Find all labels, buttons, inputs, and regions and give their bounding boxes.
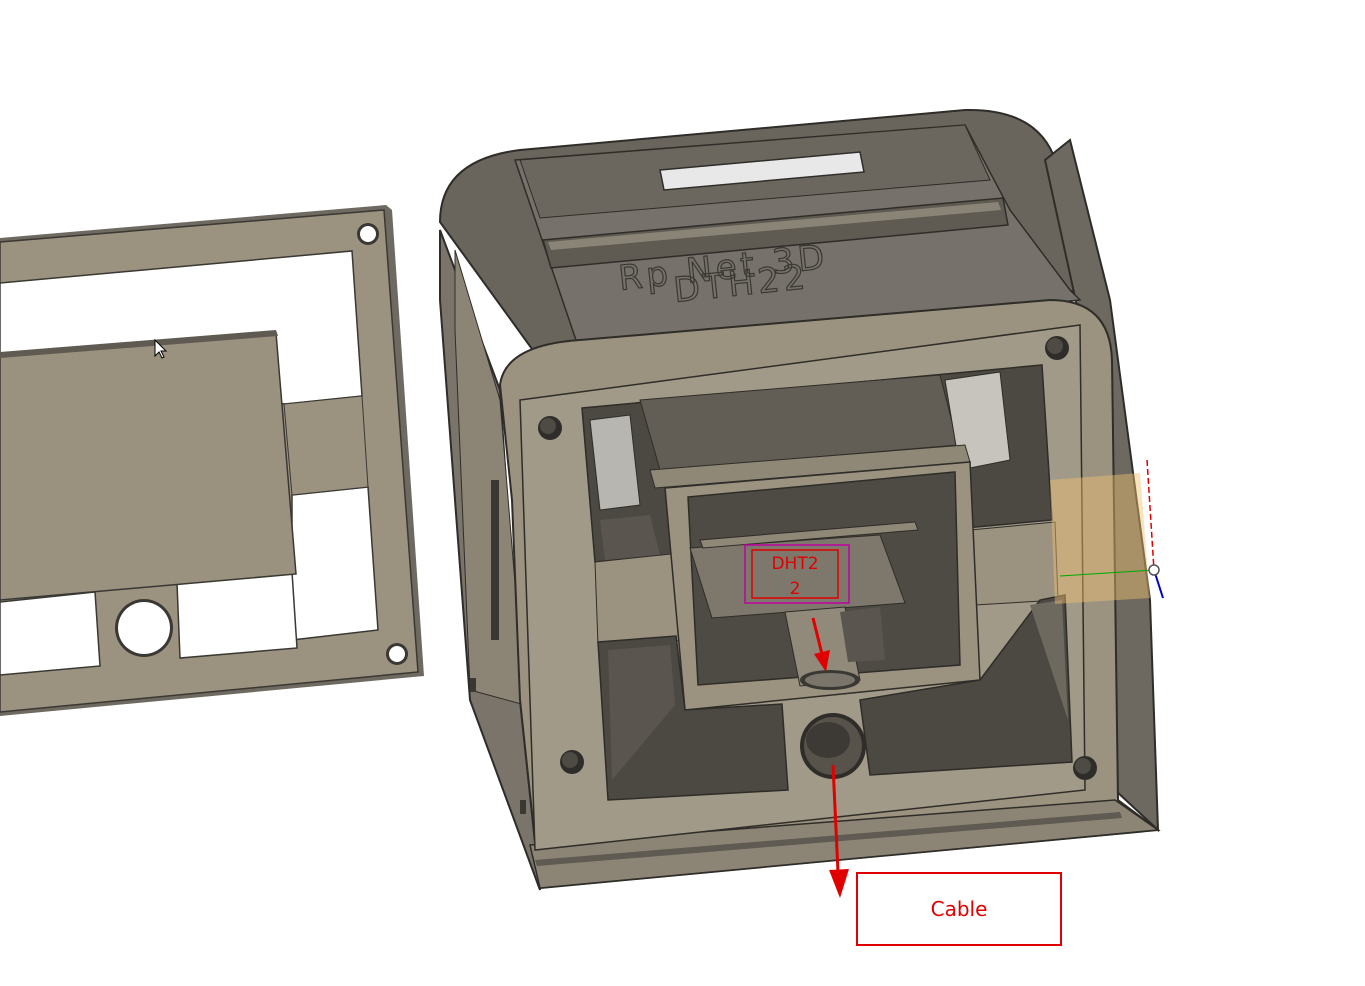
enclosure-box[interactable]: Rp Net 3D DTH22 [438,108,1161,891]
mouse-pointer-icon [154,338,168,359]
selection-highlight[interactable] [1050,473,1150,604]
cable-label-text: Cable [931,897,988,921]
axis-triad-icon[interactable] [1059,459,1164,599]
sensor-arrow [811,617,830,672]
sensor-label[interactable]: DHT2 2 [744,544,850,604]
cable-arrow [829,764,849,898]
cover-plate[interactable] [0,205,424,716]
sensor-label-line2: 2 [790,579,801,599]
cable-label[interactable]: Cable [856,872,1062,946]
sensor-label-line1: DHT2 [771,554,818,574]
